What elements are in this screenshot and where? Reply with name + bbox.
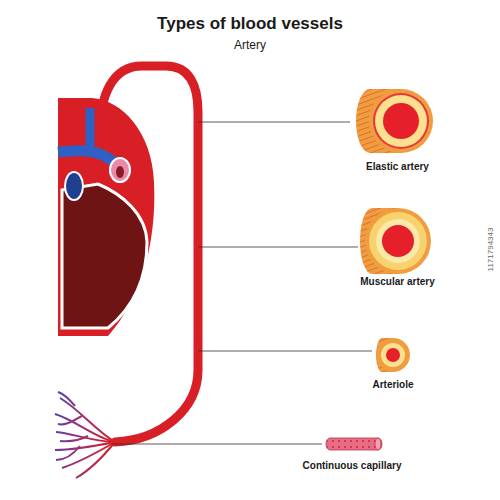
heart: [58, 98, 154, 336]
vessel-label: Continuous capillary: [292, 460, 412, 472]
vessel-cross-section: Elastic artery: [335, 86, 460, 175]
watermark-number: 1171794343: [486, 200, 495, 300]
vessel-label: Arteriole: [333, 379, 453, 391]
vessel-cross-section: Continuous capillary: [292, 432, 412, 474]
atrium: [110, 158, 130, 182]
vessel-cross-section: Arteriole: [333, 336, 453, 393]
vessel-cross-section: Muscular artery: [335, 205, 460, 290]
valve: [116, 166, 124, 178]
capillary-icon: [326, 438, 382, 450]
muscular-artery-icon: [360, 208, 431, 274]
vena-cava: [86, 108, 95, 150]
subtitle: Artery: [0, 38, 500, 52]
capillary-bed: [55, 392, 115, 478]
artery: [100, 66, 198, 442]
ventricle: [62, 184, 147, 328]
atrium: [65, 172, 83, 200]
arteriole-icon: [376, 338, 410, 372]
vena-cava: [58, 151, 114, 162]
heart-muscle: [58, 98, 154, 336]
diagram-title: Types of blood vessels: [0, 14, 500, 34]
vessel-label: Muscular artery: [335, 276, 460, 288]
elastic-artery-icon: [356, 89, 433, 153]
leader-line: [112, 122, 372, 444]
vessel-label: Elastic artery: [335, 161, 460, 173]
